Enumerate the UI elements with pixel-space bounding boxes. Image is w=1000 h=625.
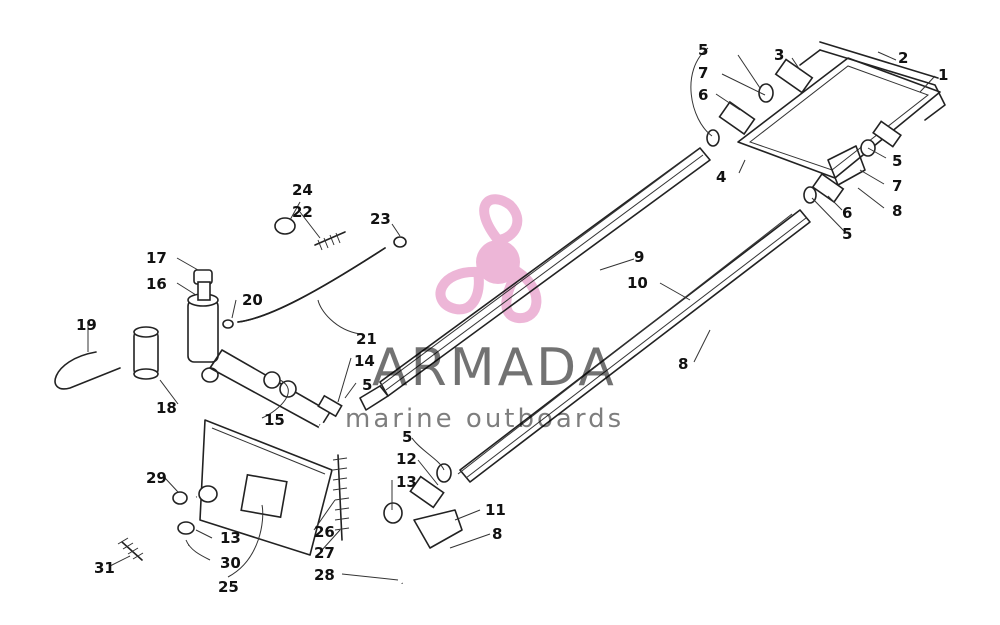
callout-3: 3 — [774, 46, 784, 64]
callout-4: 4 — [716, 168, 726, 186]
lower-couplers — [383, 463, 463, 549]
cooler-upper — [359, 147, 711, 411]
callout-5-right: 5 — [892, 152, 902, 170]
callout-20: 20 — [242, 291, 263, 309]
hose-28-inner — [318, 421, 406, 585]
callout-5-upper: 5 — [698, 41, 708, 59]
callout-26: 26 — [314, 523, 335, 541]
propeller-icon — [435, 194, 542, 323]
callout-2: 2 — [898, 49, 908, 67]
callout-13-lower: 13 — [220, 529, 241, 547]
fill-tank — [187, 269, 219, 383]
callout-15: 15 — [264, 411, 285, 429]
callout-5-mid: 5 — [362, 376, 372, 394]
callout-23: 23 — [370, 210, 391, 228]
bottle-18 — [133, 326, 159, 380]
callout-7-lower: 7 — [892, 177, 902, 195]
callout-31: 31 — [94, 559, 115, 577]
cooler-lower — [457, 209, 811, 483]
callout-8-mid: 8 — [678, 355, 688, 373]
callout-5-bottom: 5 — [402, 428, 412, 446]
callout-30: 30 — [220, 554, 241, 572]
springs-26-27 — [332, 454, 350, 541]
callout-12: 12 — [396, 450, 417, 468]
fitting-14 — [317, 394, 343, 418]
spring-22 — [314, 231, 346, 251]
strap-19 — [54, 351, 121, 390]
callout-21: 21 — [356, 330, 377, 348]
callout-24: 24 — [292, 181, 313, 199]
callout-11: 11 — [485, 501, 506, 519]
hose-21 — [237, 247, 386, 323]
callout-5-lower-right: 5 — [842, 225, 852, 243]
callout-16: 16 — [146, 275, 167, 293]
callout-13-upper: 13 — [396, 473, 417, 491]
callout-9: 9 — [634, 248, 644, 266]
clamp-15 — [263, 371, 281, 389]
callout-14: 14 — [354, 352, 375, 370]
shield-panel — [199, 419, 333, 556]
callout-17: 17 — [146, 249, 167, 267]
callout-6-upper: 6 — [698, 86, 708, 104]
callout-18: 18 — [156, 399, 177, 417]
callout-1: 1 — [938, 66, 948, 84]
callout-29: 29 — [146, 469, 167, 487]
callout-labels: 1 2 3 4 5 5 5 5 5 6 6 7 7 8 8 8 9 10 11 … — [76, 41, 948, 596]
watermark-brand: ARMADA — [372, 338, 617, 398]
callout-22: 22 — [292, 203, 313, 221]
callout-25: 25 — [218, 578, 239, 596]
callout-8-bottom: 8 — [492, 525, 502, 543]
lower-elbow — [117, 485, 218, 561]
callout-8-right: 8 — [892, 202, 902, 220]
callout-6-lower: 6 — [842, 204, 852, 222]
callout-27: 27 — [314, 544, 335, 562]
callout-28: 28 — [314, 566, 335, 584]
hose-end-23 — [393, 236, 407, 248]
hose-21-inner — [237, 247, 386, 323]
callout-19: 19 — [76, 316, 97, 334]
upper-couplers — [706, 58, 902, 204]
clamp-20 — [222, 319, 234, 329]
callout-7-upper: 7 — [698, 64, 708, 82]
leader-lines — [87, 47, 936, 581]
heat-exchanger — [737, 41, 946, 179]
clamp-24 — [274, 217, 296, 235]
watermark-tagline: marine outboards — [345, 404, 624, 434]
callout-10: 10 — [627, 274, 648, 292]
